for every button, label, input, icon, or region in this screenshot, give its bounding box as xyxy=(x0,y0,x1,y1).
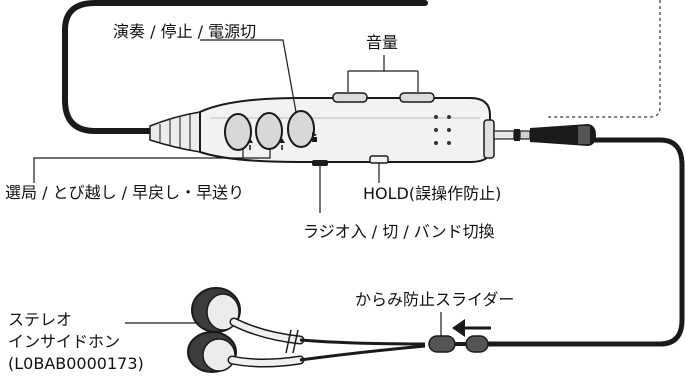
headphone-plug xyxy=(493,124,596,146)
label-hold: HOLD(誤操作防止) xyxy=(363,184,502,203)
label-earphones-line2: インサイドホン xyxy=(8,332,121,351)
leader-lines xyxy=(33,39,442,336)
label-play-stop-power: 演奏 / 停止 / 電源切 xyxy=(113,22,257,41)
label-earphones-line3: (L0BAB0000173) xyxy=(8,354,144,373)
label-cord-slider: からみ防止スライダー xyxy=(355,290,515,309)
cord-slider xyxy=(428,335,489,353)
main-cable xyxy=(62,0,428,134)
label-volume: 音量 xyxy=(366,33,399,52)
earphone-cord-right xyxy=(481,137,685,347)
remote-body xyxy=(149,92,495,166)
play-stop-symbol xyxy=(312,132,317,142)
label-station-skip: 選局 / とび越し / 早戻し・早送り xyxy=(5,183,245,202)
skip-forward-symbol xyxy=(279,138,285,150)
label-radio-band: ラジオ入 / 切 / バンド切換 xyxy=(303,222,495,241)
skip-back-symbol xyxy=(247,138,253,150)
earphone-cords xyxy=(285,329,426,362)
earphone-bottom xyxy=(187,331,305,373)
label-earphones-line1: ステレオ xyxy=(8,310,73,329)
dashed-right-edge xyxy=(548,0,661,118)
arrow-left-icon xyxy=(452,319,491,337)
earphone-top xyxy=(191,287,305,345)
